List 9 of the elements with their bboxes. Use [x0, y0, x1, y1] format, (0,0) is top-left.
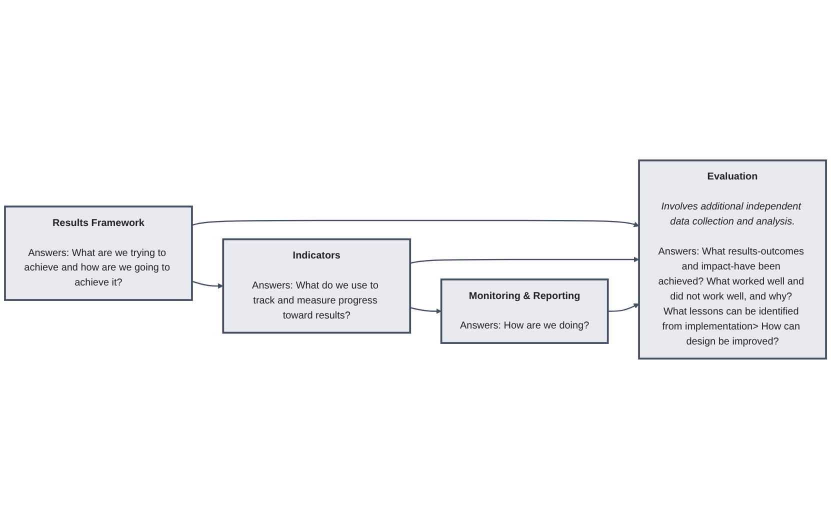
arrow [410, 256, 640, 264]
arrow [192, 280, 224, 289]
node-box: Results Framework Answers: What are we trying to achieve and how are we going to achieve it? [4, 206, 193, 301]
arrow [192, 220, 640, 228]
node-box: Monitoring & Reporting Answers: How are we doing? [440, 278, 609, 344]
node-box: Evaluation Involves additional independent data collection and analysis. Answers: What results-outcomes and impact-have been achieved? What worked well and did not work well, and why? What lessons can be identified from implementation> How can design be improved? [638, 159, 827, 360]
node-box: Indicators Answers: What do we use to track and measure progress toward results? [222, 238, 412, 334]
arrow [410, 307, 442, 314]
arrow [608, 303, 640, 312]
